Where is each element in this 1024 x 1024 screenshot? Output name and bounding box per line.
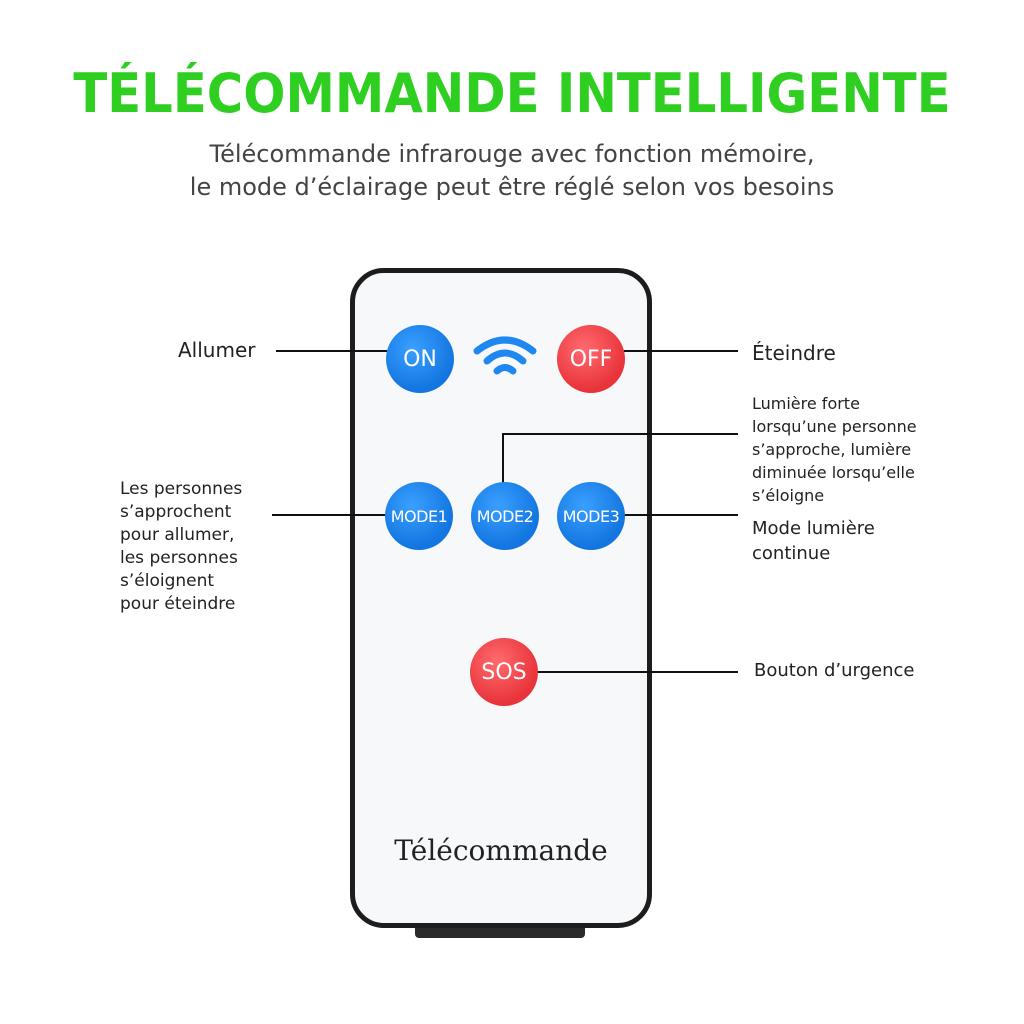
label-mode2-line: s’approche, lumière [752,440,912,459]
connector-mode2-horizontal [502,433,738,435]
sos-button[interactable]: SOS [470,638,538,706]
mode3-button[interactable]: MODE3 [557,482,625,550]
label-mode3: Mode lumière continue [752,516,875,566]
subtitle-line-2: le mode d’éclairage peut être réglé selo… [189,173,835,201]
remote-battery-edge [415,928,585,938]
label-sos: Bouton d’urgence [754,660,915,681]
connector-mode2-vertical [502,433,504,485]
label-mode1-line: les personnes [120,548,238,568]
connector-mode3 [622,514,738,516]
label-eteindre: Éteindre [752,341,836,365]
label-mode1-line: s’approchent [120,502,232,522]
on-button[interactable]: ON [386,325,454,393]
label-mode2-line: diminuée lorsqu’elle [752,463,915,482]
mode1-button[interactable]: MODE1 [385,482,453,550]
label-mode3-line: Mode lumière [752,518,875,539]
label-mode2-line: Lumière forte [752,394,860,413]
label-mode2-line: lorsqu’une personne [752,417,917,436]
remote-label: Télécommande [394,834,608,867]
label-mode1-line: pour éteindre [120,594,236,614]
off-button[interactable]: OFF [557,325,625,393]
label-mode3-line: continue [752,543,831,564]
label-mode1-line: pour allumer, [120,525,235,545]
label-mode2: Lumière forte lorsqu’une personne s’appr… [752,392,917,507]
mode2-button[interactable]: MODE2 [471,482,539,550]
connector-sos [536,671,738,673]
page-title: TÉLÉCOMMANDE INTELLIGENTE [73,62,951,125]
label-mode1-line: s’éloignent [120,571,215,591]
wifi-signal-icon [473,336,537,375]
subtitle-line-1: Télécommande infrarouge avec fonction mé… [209,140,815,168]
label-allumer: Allumer [178,338,256,362]
label-mode1-line: Les personnes [120,479,243,499]
label-mode2-line: s’éloigne [752,486,825,505]
label-mode1: Les personnes s’approchent pour allumer,… [120,478,242,616]
page-subtitle: Télécommande infrarouge avec fonction mé… [0,138,1024,204]
connector-mode1 [272,514,388,516]
connector-on [276,350,388,352]
connector-off [622,350,738,352]
